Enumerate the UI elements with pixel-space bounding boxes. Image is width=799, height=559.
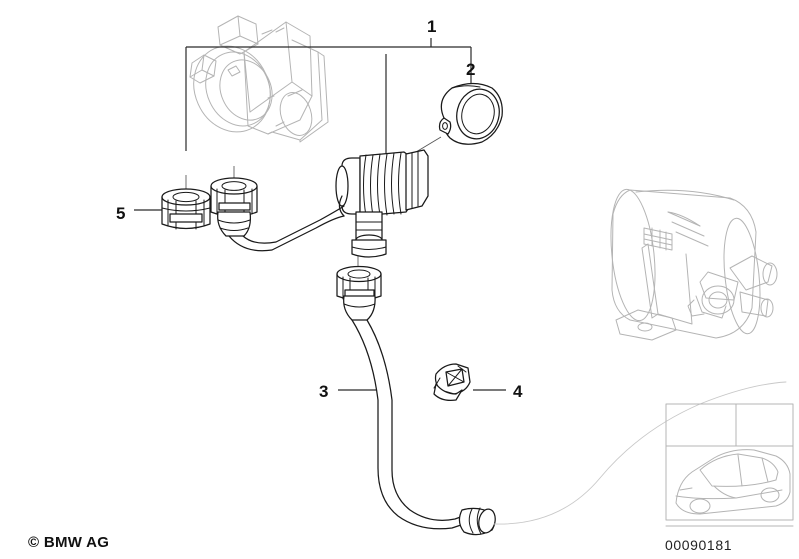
copyright-notice: © BMW AG <box>28 534 110 551</box>
diagram-part-number: 00090181 <box>665 537 733 553</box>
upper-connecting-hose <box>228 205 345 252</box>
hose-retaining-clip <box>433 363 471 401</box>
hose-end-fitting <box>458 507 496 536</box>
hose-connector-fitting <box>336 265 382 321</box>
callout-label-2: 2 <box>466 60 476 79</box>
throttle-body-housing <box>189 15 329 143</box>
callout-label-5: 5 <box>116 204 126 223</box>
carbon-canister <box>610 188 778 341</box>
quick-connect-fitting-right <box>210 177 258 237</box>
vent-hose <box>351 319 467 530</box>
callout-label-1: 1 <box>427 17 437 36</box>
quick-connect-fitting-left <box>161 188 211 230</box>
leader-line-1 <box>185 38 472 160</box>
purge-valve-assembly <box>335 149 429 258</box>
rubber-seal-boot <box>438 82 503 145</box>
callout-label-4: 4 <box>513 382 523 401</box>
callout-label-3: 3 <box>319 382 329 401</box>
vehicle-location-inset <box>665 403 794 521</box>
valve-ribs <box>363 152 402 217</box>
canister-connecting-line <box>493 381 787 525</box>
